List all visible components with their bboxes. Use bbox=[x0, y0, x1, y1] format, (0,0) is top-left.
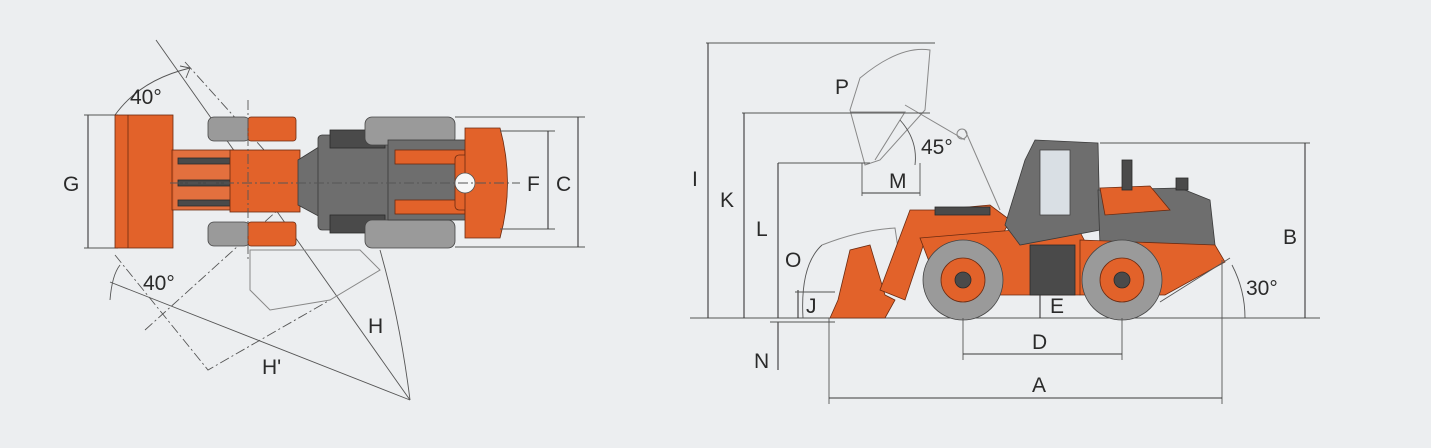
turning-line-inner bbox=[109, 281, 411, 401]
bucket-top-view bbox=[114, 114, 174, 249]
departure-angle-arc bbox=[1231, 264, 1246, 319]
label-I: I bbox=[692, 168, 698, 191]
raised-bucket-outline bbox=[849, 48, 931, 166]
rear-stripe-bottom bbox=[394, 199, 466, 215]
articulated-bucket-outline bbox=[114, 254, 331, 371]
air-intake bbox=[1175, 177, 1189, 191]
angle-arc-rear bbox=[109, 264, 121, 301]
label-dump-angle: 45° bbox=[921, 136, 953, 159]
exhaust-stack bbox=[1121, 159, 1133, 191]
label-departure-angle: 30° bbox=[1246, 277, 1278, 300]
angle-arc-front bbox=[114, 67, 191, 116]
label-H: H bbox=[368, 315, 383, 338]
rear-wheel-right bbox=[364, 219, 456, 249]
cab-window bbox=[1039, 149, 1071, 216]
cylinder-top bbox=[177, 157, 231, 165]
turning-line-outer bbox=[155, 39, 411, 401]
side-view: I K L N O J M P 45° bbox=[690, 42, 1320, 404]
front-wheel-left bbox=[207, 116, 251, 142]
label-L: L bbox=[756, 218, 768, 241]
label-C: C bbox=[556, 173, 571, 196]
label-J: J bbox=[806, 295, 817, 318]
label-B: B bbox=[1283, 226, 1297, 249]
front-frame bbox=[229, 149, 301, 213]
label-O: O bbox=[785, 249, 801, 272]
dump-angle-arc bbox=[899, 119, 916, 166]
label-angle-rear: 40° bbox=[143, 272, 175, 295]
label-N: N bbox=[754, 350, 769, 373]
bucket-lip-outline bbox=[821, 227, 899, 249]
label-D: D bbox=[1032, 331, 1047, 354]
label-P: P bbox=[835, 76, 849, 99]
label-E: E bbox=[1050, 295, 1064, 318]
turning-radius-line bbox=[379, 249, 411, 401]
linkage-pin bbox=[956, 128, 968, 140]
label-H-prime: H' bbox=[262, 356, 281, 379]
label-G: G bbox=[63, 173, 79, 196]
front-wheel-right bbox=[207, 221, 251, 247]
ghost-wheel-outline bbox=[249, 249, 381, 311]
hood-orange-stripe bbox=[1099, 185, 1171, 216]
label-M: M bbox=[889, 170, 907, 193]
label-angle-front: 40° bbox=[130, 86, 162, 109]
rear-stripe-top bbox=[394, 149, 466, 165]
rear-wheel-center bbox=[1113, 271, 1131, 289]
articulation-line-lower bbox=[144, 189, 301, 331]
label-A: A bbox=[1032, 374, 1046, 397]
angle-arrow-front bbox=[179, 65, 191, 79]
front-wheel-center bbox=[954, 271, 972, 289]
cylinder-bottom bbox=[177, 199, 231, 207]
dumped-bucket-outline bbox=[850, 111, 906, 161]
lift-cylinder bbox=[934, 206, 991, 216]
top-view: G F C bbox=[63, 39, 585, 401]
label-F: F bbox=[527, 173, 540, 196]
rear-counterweight bbox=[464, 127, 508, 239]
bucket-side bbox=[829, 244, 896, 319]
departure-angle-line bbox=[1159, 257, 1231, 303]
label-K: K bbox=[720, 189, 734, 212]
raised-arm-outline bbox=[904, 104, 966, 141]
dim-O-arc bbox=[802, 244, 823, 319]
raised-linkage-outline bbox=[964, 129, 1001, 211]
front-fender-left bbox=[247, 116, 297, 142]
articulation-hitch bbox=[1029, 244, 1076, 296]
cylinder-mid bbox=[177, 179, 231, 187]
front-fender-right bbox=[247, 221, 297, 247]
